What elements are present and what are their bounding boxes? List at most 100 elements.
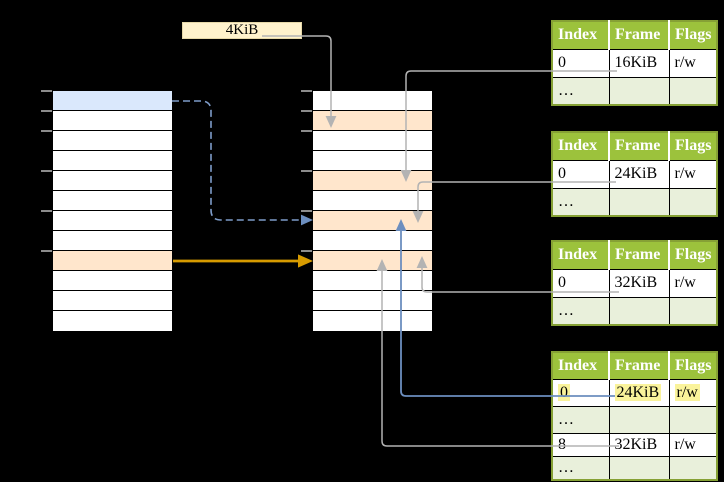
table-1-cell-r1c1: 0 <box>551 48 610 78</box>
cell-text: … <box>558 410 574 428</box>
table-3-header-frame: Frame <box>609 241 670 270</box>
cell-text: … <box>558 192 574 210</box>
table-4-row-4: … <box>551 455 718 481</box>
middle-column-row-10 <box>313 271 432 291</box>
cell-text: 0 <box>558 274 566 291</box>
tick-mark <box>41 110 52 112</box>
table-3-cell-r1c1: 0 <box>551 268 610 298</box>
table-4-header-flags: Flags <box>669 352 717 380</box>
table-1-cell-r2c2 <box>608 76 670 106</box>
table-2-cell-r1c3: r/w <box>668 159 718 189</box>
table-2-cell-r1c1: 0 <box>551 159 610 189</box>
table-1-header-index: Index <box>552 21 610 50</box>
table-3-header-index: Index <box>552 241 610 270</box>
cell-text: 0 <box>558 383 570 401</box>
table-1-cell-r1c3: r/w <box>668 48 718 78</box>
table-4-cell-r4c1: … <box>551 455 610 481</box>
arrow-left-blue-to-middle <box>172 100 301 221</box>
middle-column-row-1 <box>313 91 432 111</box>
table-3-cell-r1c2: 32KiB <box>608 268 670 298</box>
cell-text: 32KiB <box>614 435 658 453</box>
table-3-cell-r2c1: … <box>551 296 610 326</box>
table-4-cell-r3c2: 32KiB <box>608 432 670 457</box>
table-1-cell-r2c3 <box>668 76 718 106</box>
table-2-header-index: Index <box>552 132 610 161</box>
middle-column-row-12 <box>313 311 432 331</box>
page-size-label: 4KiB <box>225 22 259 38</box>
middle-column-row-8 <box>313 231 432 251</box>
tick-mark <box>41 170 52 172</box>
table-4-cell-r2c3 <box>668 405 718 434</box>
table-4-row-3: 8 32KiB r/w <box>551 432 718 457</box>
table-4-cell-r2c1: … <box>551 405 610 434</box>
table-3-cell-r2c3 <box>668 296 718 326</box>
left-column-row-11 <box>53 291 172 311</box>
cell-text: r/w <box>674 274 696 291</box>
cell-text: 32KiB <box>614 274 658 291</box>
tick-mark <box>301 110 312 112</box>
cell-text: 8 <box>558 435 566 453</box>
left-column-row-2 <box>53 111 172 131</box>
cell-text: r/w <box>674 165 696 182</box>
table-1-row-2: … <box>551 76 718 106</box>
middle-column-row-7 <box>313 211 432 231</box>
arrowhead-right-icon <box>301 214 313 226</box>
cell-text: r/w <box>674 383 700 401</box>
left-column-row-4 <box>53 151 172 171</box>
table-3-row-2: … <box>551 296 718 326</box>
tick-mark <box>41 90 52 92</box>
tick-mark <box>41 130 52 132</box>
table-2-cell-r2c3 <box>668 187 718 217</box>
table-1-cell-r2c1: … <box>551 76 610 106</box>
left-column-row-5 <box>53 171 172 191</box>
tick-mark <box>301 250 312 252</box>
table-4-cell-r1c3: r/w <box>668 378 718 407</box>
table-2-cell-r2c1: … <box>551 187 610 217</box>
table-1-row-1: 0 16KiB r/w <box>551 48 718 78</box>
table-4-cell-r3c3: r/w <box>668 432 718 457</box>
left-column-row-12 <box>53 311 172 331</box>
table-4-header-frame: Frame <box>609 352 670 380</box>
left-column-row-9 <box>53 251 172 271</box>
cell-text: r/w <box>674 435 696 453</box>
tick-mark <box>41 250 52 252</box>
cell-text: 16KiB <box>614 54 658 71</box>
middle-column-row-4 <box>313 151 432 171</box>
page-size-box: 4KiB <box>182 22 302 39</box>
left-column-row-10 <box>53 271 172 291</box>
table-3-header-flags: Flags <box>669 241 717 270</box>
table-3-cell-r2c2 <box>608 296 670 326</box>
table-4-cell-r2c2 <box>608 405 670 434</box>
table-2-header-frame: Frame <box>609 132 670 161</box>
table-4-row-2: … <box>551 405 718 434</box>
middle-column-row-6 <box>313 191 432 211</box>
middle-column <box>313 91 432 331</box>
left-column-row-1 <box>53 91 172 111</box>
middle-column-row-3 <box>313 131 432 151</box>
middle-column-row-2 <box>313 111 432 131</box>
middle-column-row-9 <box>313 251 432 271</box>
cell-text: … <box>558 458 574 476</box>
table-4-header-index: Index <box>552 352 610 380</box>
left-column-row-7 <box>53 211 172 231</box>
table-1-header-frame: Frame <box>609 21 670 50</box>
left-column-row-3 <box>53 131 172 151</box>
left-column-row-8 <box>53 231 172 251</box>
left-column-row-6 <box>53 191 172 211</box>
table-3-cell-r1c3: r/w <box>668 268 718 298</box>
table-4-cell-r1c1: 0 <box>551 378 610 407</box>
cell-text: … <box>558 301 574 319</box>
cell-text: 0 <box>558 54 566 71</box>
table-3-row-1: 0 32KiB r/w <box>551 268 718 298</box>
table-1-cell-r1c2: 16KiB <box>608 48 670 78</box>
cell-text: r/w <box>674 54 696 71</box>
table-4-cell-r4c3 <box>668 455 718 481</box>
left-column <box>53 91 172 331</box>
